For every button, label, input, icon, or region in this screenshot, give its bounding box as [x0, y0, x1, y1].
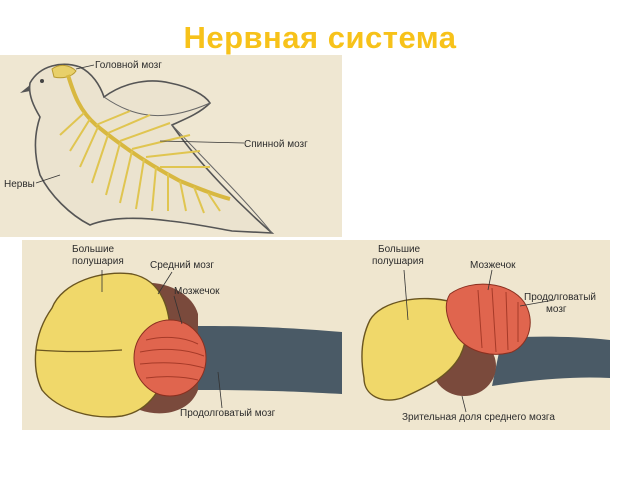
- slide-title: Нервная система: [183, 20, 457, 55]
- hemisphere-side-shape: [361, 297, 467, 401]
- label-side-medulla-line1: Продолговатый: [524, 292, 596, 303]
- medulla-shape: [192, 326, 342, 394]
- medulla-side-shape: [492, 336, 610, 386]
- label-medulla: Продолговатый мозг: [180, 408, 276, 419]
- label-side-cerebellum: Мозжечок: [470, 260, 516, 271]
- label-brain: Головной мозг: [95, 60, 162, 71]
- cerebellum-side-shape: [445, 283, 531, 355]
- bird-nervous-system-diagram: Головной мозг Спинной мозг Нервы: [0, 55, 342, 237]
- label-side-hemispheres-line1: Большие: [378, 244, 421, 255]
- label-nerves: Нервы: [4, 179, 35, 190]
- label-spinal-cord: Спинной мозг: [244, 139, 308, 150]
- brain-top-view-diagram: Большие полушария Средний мозг Мозжечок …: [22, 240, 342, 430]
- label-cerebellum: Мозжечок: [174, 286, 220, 297]
- label-midbrain: Средний мозг: [150, 260, 214, 271]
- bird-brain: [51, 64, 77, 79]
- label-hemispheres-line1: Большие: [72, 244, 115, 255]
- label-optic-lobe: Зрительная доля среднего мозга: [402, 412, 555, 423]
- label-side-hemispheres-line2: полушария: [372, 256, 424, 267]
- brain-side-view-diagram: Большие полушария Мозжечок Продолговатый…: [342, 240, 610, 430]
- bird-spinal-cord: [66, 74, 231, 201]
- label-hemispheres-line2: полушария: [72, 256, 124, 267]
- label-side-medulla-line2: мозг: [546, 304, 567, 315]
- cerebellum-shape: [133, 319, 207, 397]
